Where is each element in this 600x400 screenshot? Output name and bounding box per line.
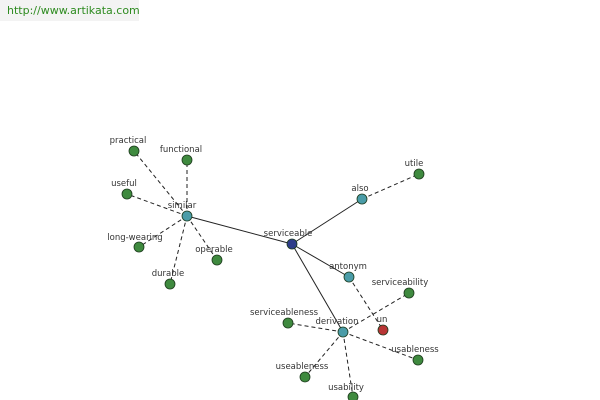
edge-similar-long-wearing (138, 215, 188, 248)
node-similar[interactable] (181, 210, 193, 222)
node-un[interactable] (377, 324, 389, 336)
node-usableness[interactable] (412, 354, 424, 366)
node-label-operable: operable (195, 245, 233, 255)
edge-similar-durable (169, 215, 188, 285)
edge-derivation-usability (342, 331, 354, 398)
edge-serviceable-derivation (291, 243, 344, 333)
edges-layer (126, 150, 420, 398)
node-serviceability[interactable] (403, 287, 415, 299)
edge-serviceable-antonym (291, 243, 350, 278)
node-label-similar: similar (168, 201, 197, 211)
site-url-link[interactable]: http://www.artikata.com (0, 0, 140, 21)
node-practical[interactable] (128, 145, 140, 157)
node-label-un: un (377, 315, 388, 325)
node-serviceable[interactable] (286, 238, 298, 250)
node-label-usableness: usableness (391, 345, 439, 355)
node-label-useful: useful (111, 179, 137, 189)
labels-layer: serviceable similar also antonym derivation p… (107, 136, 439, 393)
node-label-functional: functional (160, 145, 202, 155)
node-antonym[interactable] (343, 271, 355, 283)
node-label-serviceableness: serviceableness (250, 308, 319, 318)
node-label-useableness: useableness (276, 362, 329, 372)
edge-derivation-serviceability (342, 292, 410, 333)
node-functional[interactable] (181, 154, 193, 166)
nodes-layer (121, 145, 425, 400)
node-usability[interactable] (347, 391, 359, 400)
node-label-long-wearing: long-wearing (107, 233, 162, 243)
edge-serviceable-similar (186, 215, 293, 245)
node-durable[interactable] (164, 278, 176, 290)
node-utile[interactable] (413, 168, 425, 180)
node-also[interactable] (356, 193, 368, 205)
node-useableness[interactable] (299, 371, 311, 383)
node-derivation[interactable] (337, 326, 349, 338)
edge-similar-useful (126, 193, 188, 217)
node-label-serviceability: serviceability (372, 278, 429, 288)
node-serviceableness[interactable] (282, 317, 294, 329)
edge-also-utile (361, 173, 420, 200)
edge-serviceable-also (291, 198, 363, 245)
edge-similar-operable (186, 215, 218, 261)
node-label-serviceable: serviceable (264, 229, 313, 239)
node-operable[interactable] (211, 254, 223, 266)
node-label-practical: practical (110, 136, 147, 146)
edge-derivation-useableness (304, 331, 344, 378)
edge-derivation-usableness (342, 331, 419, 361)
node-useful[interactable] (121, 188, 133, 200)
node-label-derivation: derivation (315, 317, 358, 327)
node-label-durable: durable (152, 269, 184, 279)
node-label-also: also (351, 184, 368, 194)
edge-antonym-un (348, 276, 384, 331)
node-long-wearing[interactable] (133, 241, 145, 253)
edge-derivation-serviceableness (287, 322, 344, 333)
node-label-usability: usability (328, 383, 364, 393)
node-label-utile: utile (405, 159, 424, 169)
node-label-antonym: antonym (329, 262, 367, 272)
